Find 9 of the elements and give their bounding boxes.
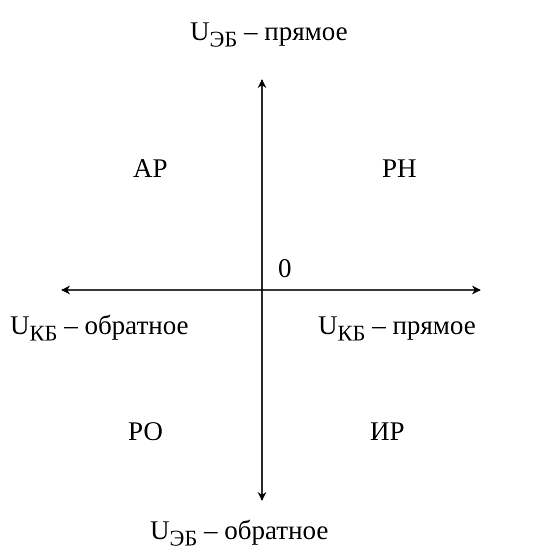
quadrant-label: РН <box>382 155 417 182</box>
axis-label: U$_{КБ}$ – обратное <box>10 312 189 345</box>
quadrant-label: ИР <box>370 418 405 445</box>
origin-label: 0 <box>278 255 292 282</box>
axis-label: U$_{ЭБ}$ – прямое <box>190 18 348 51</box>
quadrant-label: РО <box>128 418 163 445</box>
axis-label: U$_{ЭБ}$ – обратное <box>150 517 328 550</box>
axis-label: U$_{КБ}$ – прямое <box>318 312 476 345</box>
quadrant-label: АР <box>133 155 168 182</box>
